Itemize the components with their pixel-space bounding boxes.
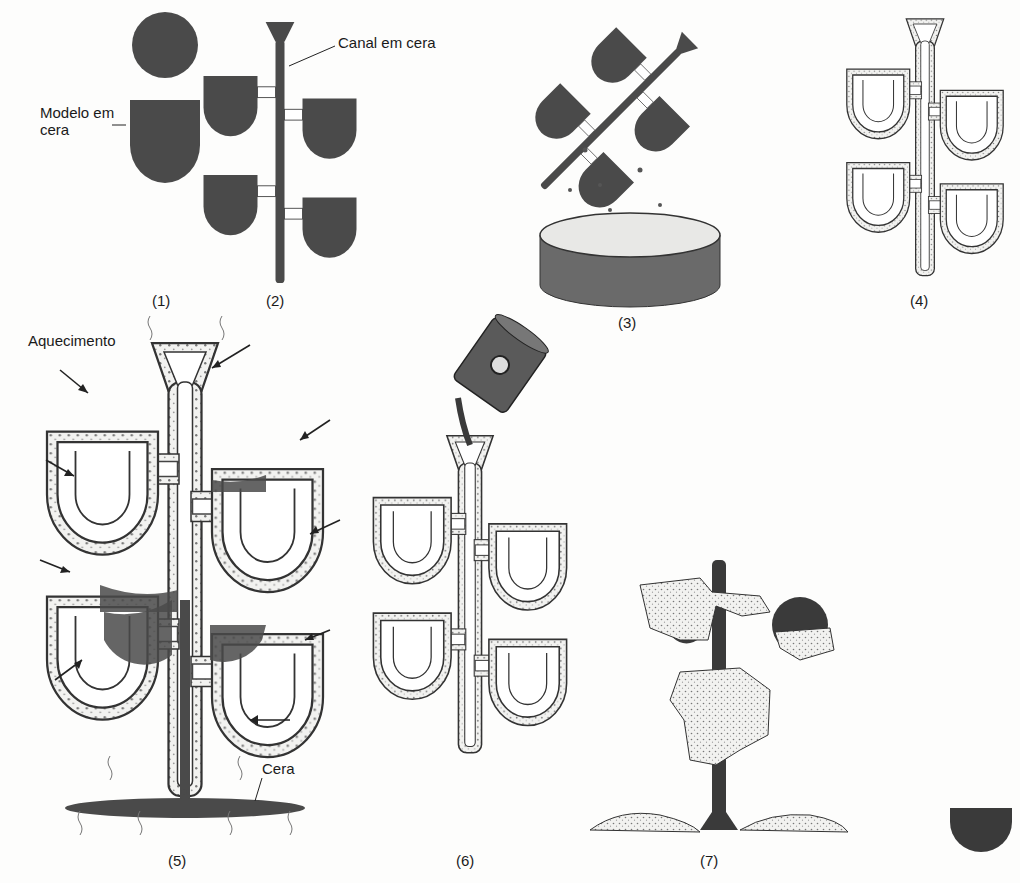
- step-number: (4): [910, 292, 928, 309]
- part-label: Modelo em cera: [40, 104, 115, 139]
- step-number: (7): [700, 852, 718, 869]
- step-number: (6): [456, 852, 474, 869]
- part-label: Cera: [262, 760, 295, 777]
- step-number: (3): [618, 314, 636, 331]
- step-number: (1): [152, 292, 170, 309]
- step-number: (2): [266, 292, 284, 309]
- part-label: Aquecimento: [28, 332, 116, 349]
- part-label: Canal em cera: [338, 34, 436, 51]
- step-number: (5): [168, 852, 186, 869]
